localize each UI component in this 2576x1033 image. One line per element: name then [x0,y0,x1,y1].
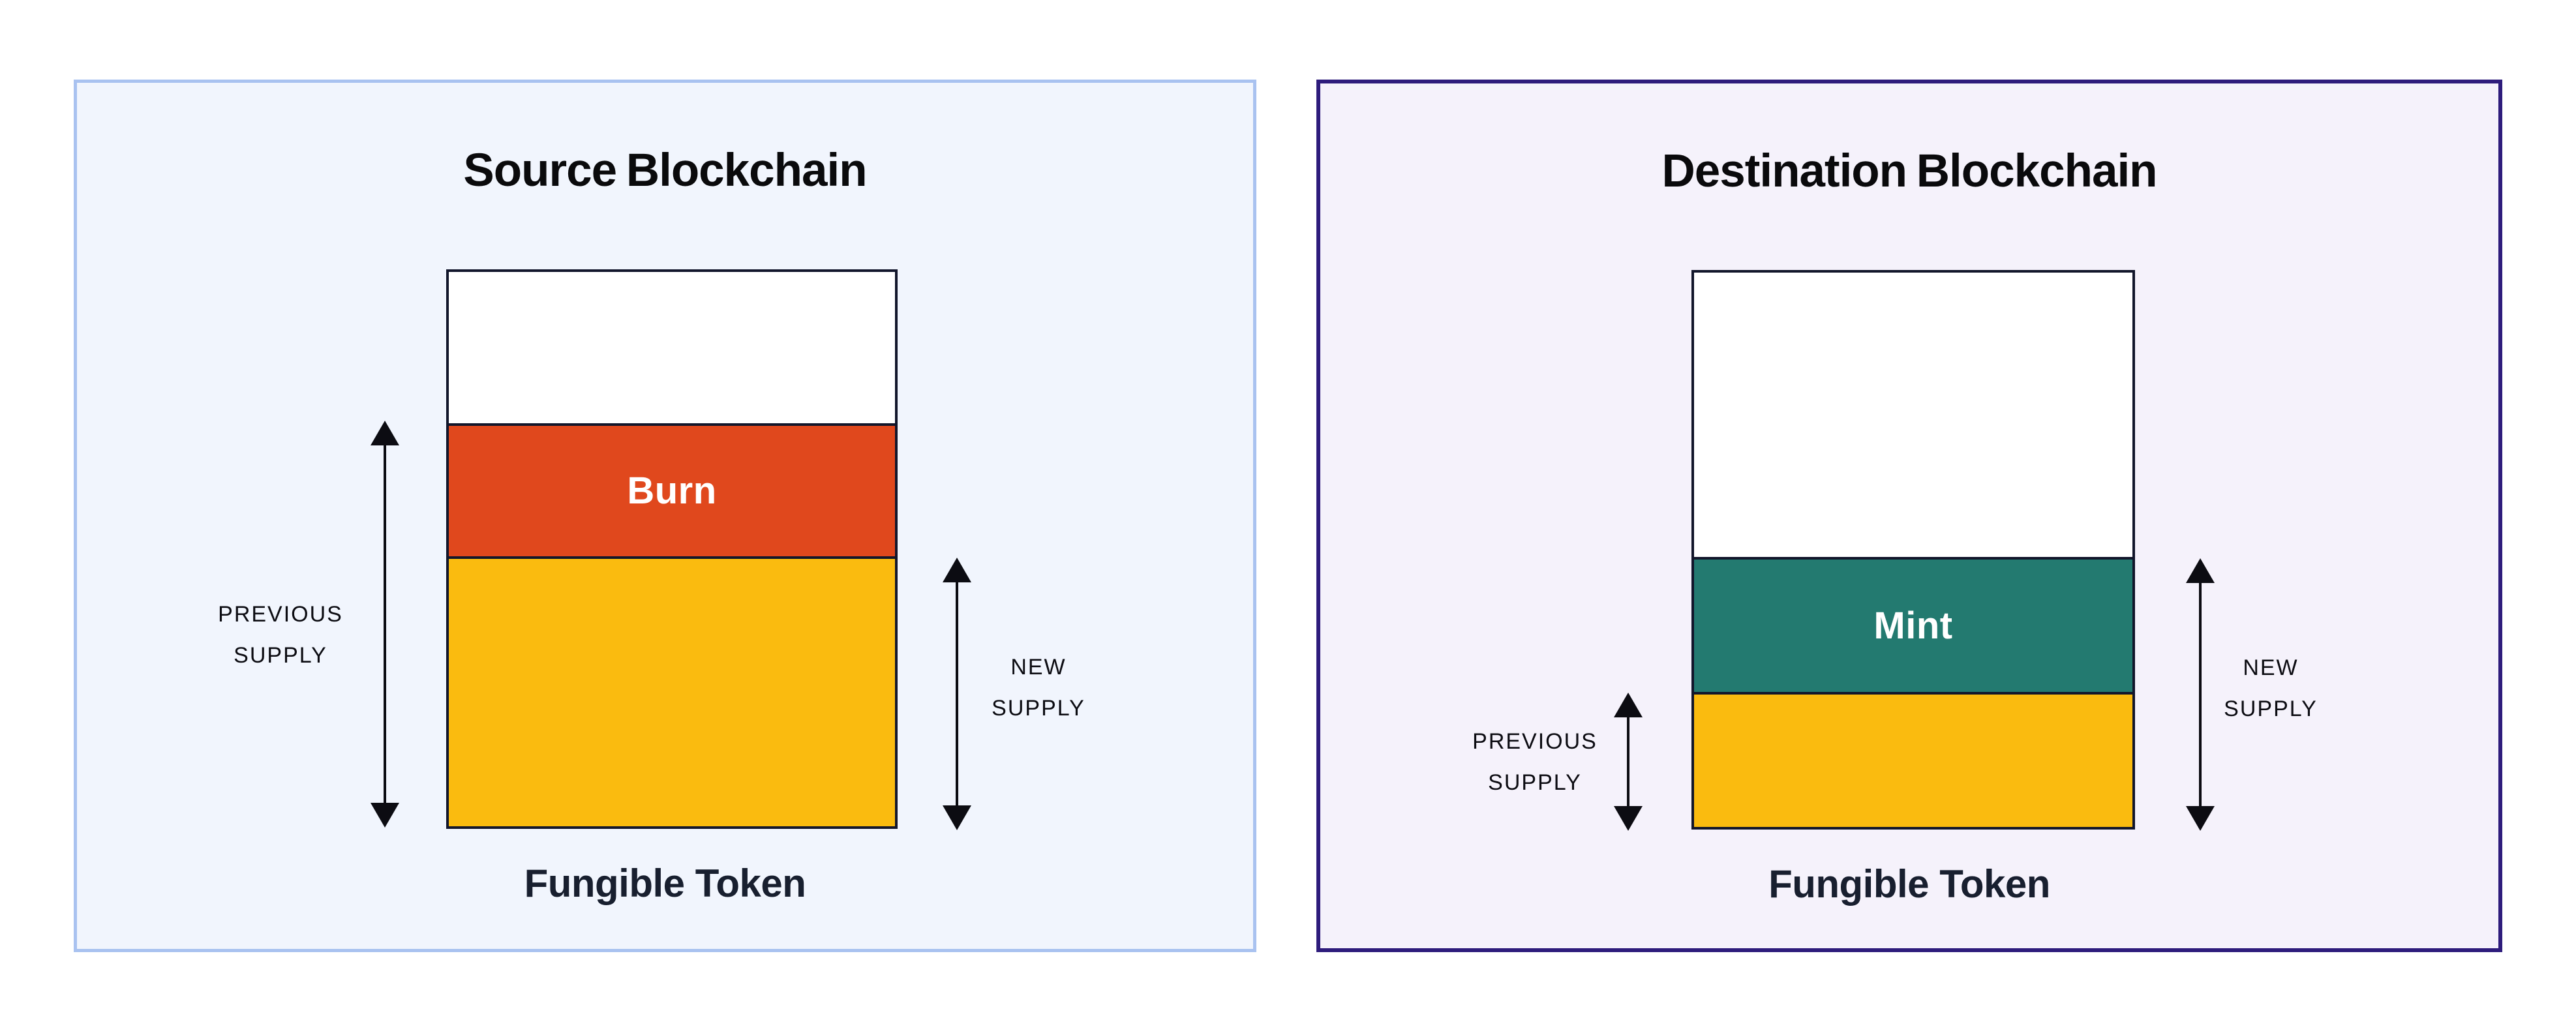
panel-title: Source Blockchain [463,145,867,196]
new-supply-arrow [943,558,971,830]
arrow-up-icon [371,421,399,445]
bar-section-empty [449,272,895,423]
token-caption: Fungible Token [524,861,806,905]
token-supply-bar: Burn [446,269,898,829]
destination-blockchain-panel: Destination Blockchain Mint PREVIOUS SUP… [1316,80,2502,952]
previous-supply-label: PREVIOUS SUPPLY [163,594,398,676]
bar-section-previous-supply [1694,691,2132,827]
label-line: NEW [1010,655,1067,680]
bar-section-label: Mint [1873,604,1953,647]
arrow-up-icon [943,558,971,582]
new-supply-label: NEW SUPPLY [934,647,1143,729]
token-supply-bar: Mint [1691,270,2135,830]
panel-title: Destination Blockchain [1661,145,2157,197]
arrow-down-icon [943,805,971,830]
arrow-shaft [384,444,386,804]
arrow-down-icon [1614,806,1643,831]
arrow-down-icon [371,803,399,828]
bar-section-empty [1694,273,2132,557]
bar-section-burn: Burn [449,423,895,556]
source-blockchain-panel: Source Blockchain Burn PREVIOUS SUPPLY [74,80,1256,952]
label-line: SUPPLY [1488,770,1582,795]
bar-section-label: Burn [627,470,717,513]
token-caption: Fungible Token [1768,862,2050,906]
label-line: PREVIOUS [218,602,343,627]
bar-section-remaining-supply [449,556,895,826]
label-line: SUPPLY [2224,696,2318,721]
new-supply-label: NEW SUPPLY [2166,648,2375,730]
label-line: NEW [2243,655,2299,680]
previous-supply-arrow [371,421,399,828]
arrow-shaft [1627,716,1629,807]
previous-supply-label: PREVIOUS SUPPLY [1417,721,1652,803]
arrow-up-icon [1614,693,1643,717]
arrow-up-icon [2186,558,2215,583]
label-line: SUPPLY [234,643,327,668]
new-supply-arrow [2186,558,2215,831]
label-line: SUPPLY [992,696,1085,721]
arrow-shaft [2199,582,2202,807]
label-line: PREVIOUS [1472,729,1598,754]
arrow-down-icon [2186,806,2215,831]
arrow-shaft [956,581,958,807]
bar-section-mint: Mint [1694,556,2132,692]
previous-supply-arrow [1614,693,1643,831]
